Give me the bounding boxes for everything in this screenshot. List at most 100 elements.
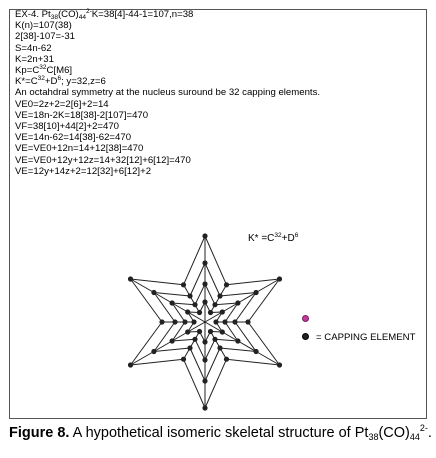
bond-line — [130, 278, 155, 293]
vertex-dot — [187, 293, 193, 299]
vertex-dot — [223, 356, 230, 362]
bond-line — [189, 347, 206, 382]
bond-line — [204, 235, 227, 286]
bond-line — [204, 347, 221, 382]
bond-line — [130, 321, 163, 366]
vertex-dot — [276, 276, 283, 282]
vertex-dot — [202, 357, 208, 363]
equation-line: VE=VE0+12y+12z=14+32[12]+6[12]=470 — [15, 154, 191, 166]
bond-line — [130, 278, 184, 286]
bond-line — [237, 340, 257, 352]
equation-line: S=4n-62 — [15, 42, 52, 54]
vertex-dot — [217, 293, 223, 299]
vertex-dot — [207, 328, 214, 335]
vertex-dot — [182, 319, 188, 325]
bond-line — [189, 262, 206, 297]
vertex-dot — [192, 336, 198, 342]
vertex-dot — [202, 405, 208, 411]
vertex-dot — [212, 302, 218, 308]
vertex-dot — [202, 378, 208, 384]
bond-line — [153, 340, 173, 352]
vertex-dot — [207, 309, 214, 316]
bond-line — [222, 331, 239, 342]
vertex-dot — [235, 338, 241, 344]
bond-line — [255, 351, 280, 366]
bond-line — [171, 302, 188, 313]
vertex-dot — [213, 319, 219, 325]
bond-line — [204, 358, 227, 409]
vertex-dot — [172, 319, 178, 325]
vertex-dot — [127, 362, 134, 368]
bond-line — [130, 358, 184, 366]
bond-line — [224, 302, 239, 323]
equation-line: VE=VE0+12n=14+12[38]=470 — [15, 143, 144, 155]
figure-frame — [9, 9, 427, 419]
equation-line: 2[38]-107=-31 — [15, 31, 76, 43]
vertex-dot — [245, 319, 251, 325]
vertex-dot — [151, 348, 157, 355]
bond-line — [153, 321, 176, 352]
vertex-dot — [202, 339, 208, 345]
vertex-dot — [219, 329, 225, 335]
equation-line: K*=C32+D6; y=32,z=6 — [15, 75, 106, 88]
vertex-dot — [253, 289, 259, 296]
equation-line: VF=38[10]+44[2]+2=470 — [15, 121, 120, 133]
vertex-dot — [202, 299, 208, 305]
bond-line — [234, 292, 257, 323]
vertex-dot — [185, 309, 191, 315]
vertex-dot — [187, 345, 193, 351]
vertex-dot — [127, 276, 134, 282]
figure-caption: Figure 8. A hypothetical isomeric skelet… — [9, 424, 432, 442]
vertex-dot — [219, 309, 225, 315]
vertex-dot — [180, 282, 187, 288]
vertex-dot — [232, 319, 238, 325]
vertex-dot — [196, 328, 203, 335]
equation-line: VE=12y+14z+2=12[32]+6[12]+2 — [15, 165, 152, 177]
bond-line — [171, 302, 186, 323]
caption-text: A hypothetical isomeric skeletal structu… — [72, 423, 432, 442]
equation-line: EX-4. Pt38(CO)442-K=38[4]-44-1=107,n=38 — [15, 8, 194, 21]
bond-line — [219, 347, 257, 352]
equation-line: K=2n+31 — [15, 53, 54, 65]
bond-line — [183, 358, 206, 409]
vertex-dot — [212, 336, 218, 342]
bond-line — [214, 338, 238, 342]
bond-line — [234, 321, 257, 352]
bond-line — [247, 278, 280, 323]
equation-line: K(n)=107(38) — [15, 20, 72, 32]
vertex-dot — [223, 282, 230, 288]
equation-line: Kp=C32C[M6] — [15, 64, 73, 77]
bond-line — [153, 292, 176, 323]
bond-line — [171, 331, 188, 342]
bond-line — [153, 292, 191, 297]
bond-line — [214, 302, 238, 306]
vertex-dot — [191, 319, 197, 325]
bond-line — [219, 292, 257, 297]
equation-line: VE=14n-62=14[38]-62=470 — [15, 132, 132, 144]
bond-line — [183, 235, 206, 286]
vertex-dot — [276, 362, 283, 368]
bond-line — [222, 302, 239, 313]
bond-line — [194, 339, 206, 361]
vertex-dot — [159, 319, 165, 325]
bond-line — [153, 347, 191, 352]
bond-line — [204, 262, 221, 297]
vertex-dot — [169, 300, 175, 306]
equation-line: VE0=2z+2=2[6]+2=14 — [15, 98, 109, 110]
bond-line — [172, 302, 196, 306]
vertex-dot — [202, 233, 208, 239]
bond-line — [226, 358, 280, 366]
equation-line: An octahdral symmetry at the nucleus sur… — [15, 87, 321, 99]
bond-line — [187, 311, 223, 333]
bond-line — [204, 283, 216, 305]
vertex-dot — [222, 319, 228, 325]
bond-line — [194, 283, 206, 305]
vertex-dot — [192, 302, 198, 308]
vertex-dot — [169, 338, 175, 344]
bond-line — [130, 278, 163, 323]
bond-line — [204, 339, 216, 361]
bond-line — [172, 338, 196, 342]
vertex-dot — [196, 309, 203, 316]
